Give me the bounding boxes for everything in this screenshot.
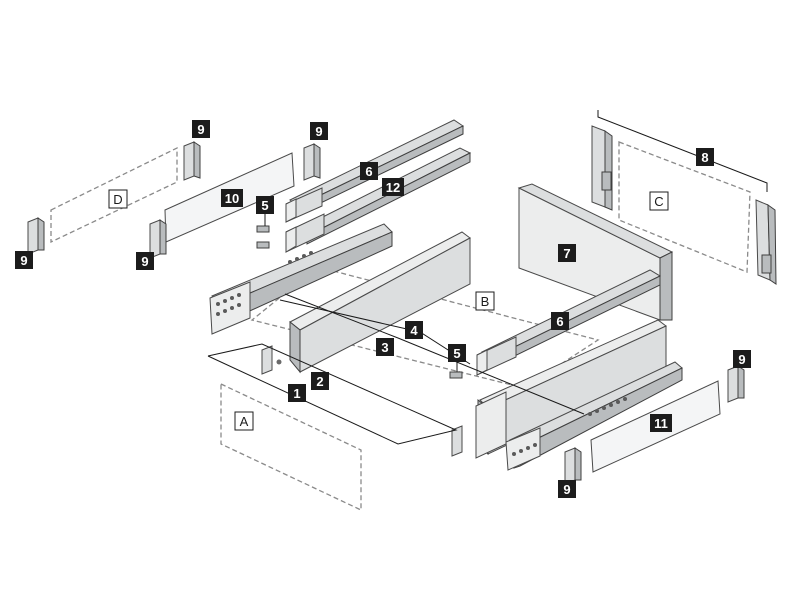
holder-9-c xyxy=(27,217,45,255)
label-6-upper: 6 xyxy=(360,162,378,180)
svg-text:9: 9 xyxy=(315,124,322,139)
back-panel-c-outline xyxy=(618,141,751,273)
label-9-top-center: 9 xyxy=(310,122,328,140)
item-8-bracket xyxy=(597,110,768,192)
holder-9-b xyxy=(303,143,321,181)
label-4: 4 xyxy=(405,321,423,339)
rear-fitting-right xyxy=(755,199,777,285)
holder-9-e xyxy=(727,365,745,403)
svg-text:1: 1 xyxy=(293,386,300,401)
label-10: 10 xyxy=(221,189,243,207)
svg-text:2: 2 xyxy=(316,374,323,389)
svg-text:B: B xyxy=(481,294,490,309)
front-fixing-left xyxy=(261,345,282,375)
svg-text:7: 7 xyxy=(563,246,570,261)
right-runner xyxy=(505,361,683,471)
holder-9-a xyxy=(183,141,201,181)
label-11: 11 xyxy=(650,414,672,432)
svg-text:9: 9 xyxy=(141,254,148,269)
front-fixing-right xyxy=(451,425,463,457)
label-8: 8 xyxy=(696,148,714,166)
label-9-mid-left: 9 xyxy=(136,252,154,270)
label-9-top-left: 9 xyxy=(192,120,210,138)
label-9-left: 9 xyxy=(15,251,33,269)
svg-text:6: 6 xyxy=(365,164,372,179)
label-panel-c: C xyxy=(649,191,669,211)
svg-text:6: 6 xyxy=(556,314,563,329)
right-drawer-side xyxy=(475,319,667,459)
label-5-upper: 5 xyxy=(256,196,274,214)
svg-text:3: 3 xyxy=(381,340,388,355)
label-6-lower: 6 xyxy=(551,312,569,330)
svg-text:11: 11 xyxy=(654,416,668,431)
rear-fitting-left xyxy=(591,125,613,211)
screw-5-lower xyxy=(449,371,463,379)
svg-text:9: 9 xyxy=(197,122,204,137)
svg-text:A: A xyxy=(240,414,249,429)
label-1: 1 xyxy=(288,384,306,402)
label-9-bottom: 9 xyxy=(558,480,576,498)
svg-text:9: 9 xyxy=(738,352,745,367)
left-drawer-side xyxy=(289,231,471,374)
leader-3 xyxy=(284,293,585,415)
label-5-lower: 5 xyxy=(448,344,466,362)
label-12: 12 xyxy=(382,178,404,196)
left-runner xyxy=(209,223,393,335)
label-panel-a: A xyxy=(234,411,254,431)
front-panel-a-outline xyxy=(220,382,362,512)
label-9-right: 9 xyxy=(733,350,751,368)
label-2: 2 xyxy=(311,372,329,390)
rail-6-cross xyxy=(476,269,662,376)
holder-9-f xyxy=(564,447,582,485)
svg-text:5: 5 xyxy=(453,346,460,361)
label-7: 7 xyxy=(558,244,576,262)
rear-panel-d-outline xyxy=(50,146,178,244)
screw-5-upper xyxy=(256,225,270,249)
label-3: 3 xyxy=(376,338,394,356)
svg-text:C: C xyxy=(654,194,663,209)
leader-1 xyxy=(207,343,458,445)
svg-text:5: 5 xyxy=(261,198,268,213)
label-panel-d: D xyxy=(108,189,128,209)
svg-text:10: 10 xyxy=(225,191,239,206)
svg-text:4: 4 xyxy=(410,323,418,338)
label-panel-b: B xyxy=(475,291,495,311)
svg-text:9: 9 xyxy=(563,482,570,497)
svg-text:12: 12 xyxy=(386,180,400,195)
holder-9-d xyxy=(149,219,167,259)
svg-text:8: 8 xyxy=(701,150,708,165)
svg-text:9: 9 xyxy=(20,253,27,268)
svg-text:D: D xyxy=(113,192,122,207)
